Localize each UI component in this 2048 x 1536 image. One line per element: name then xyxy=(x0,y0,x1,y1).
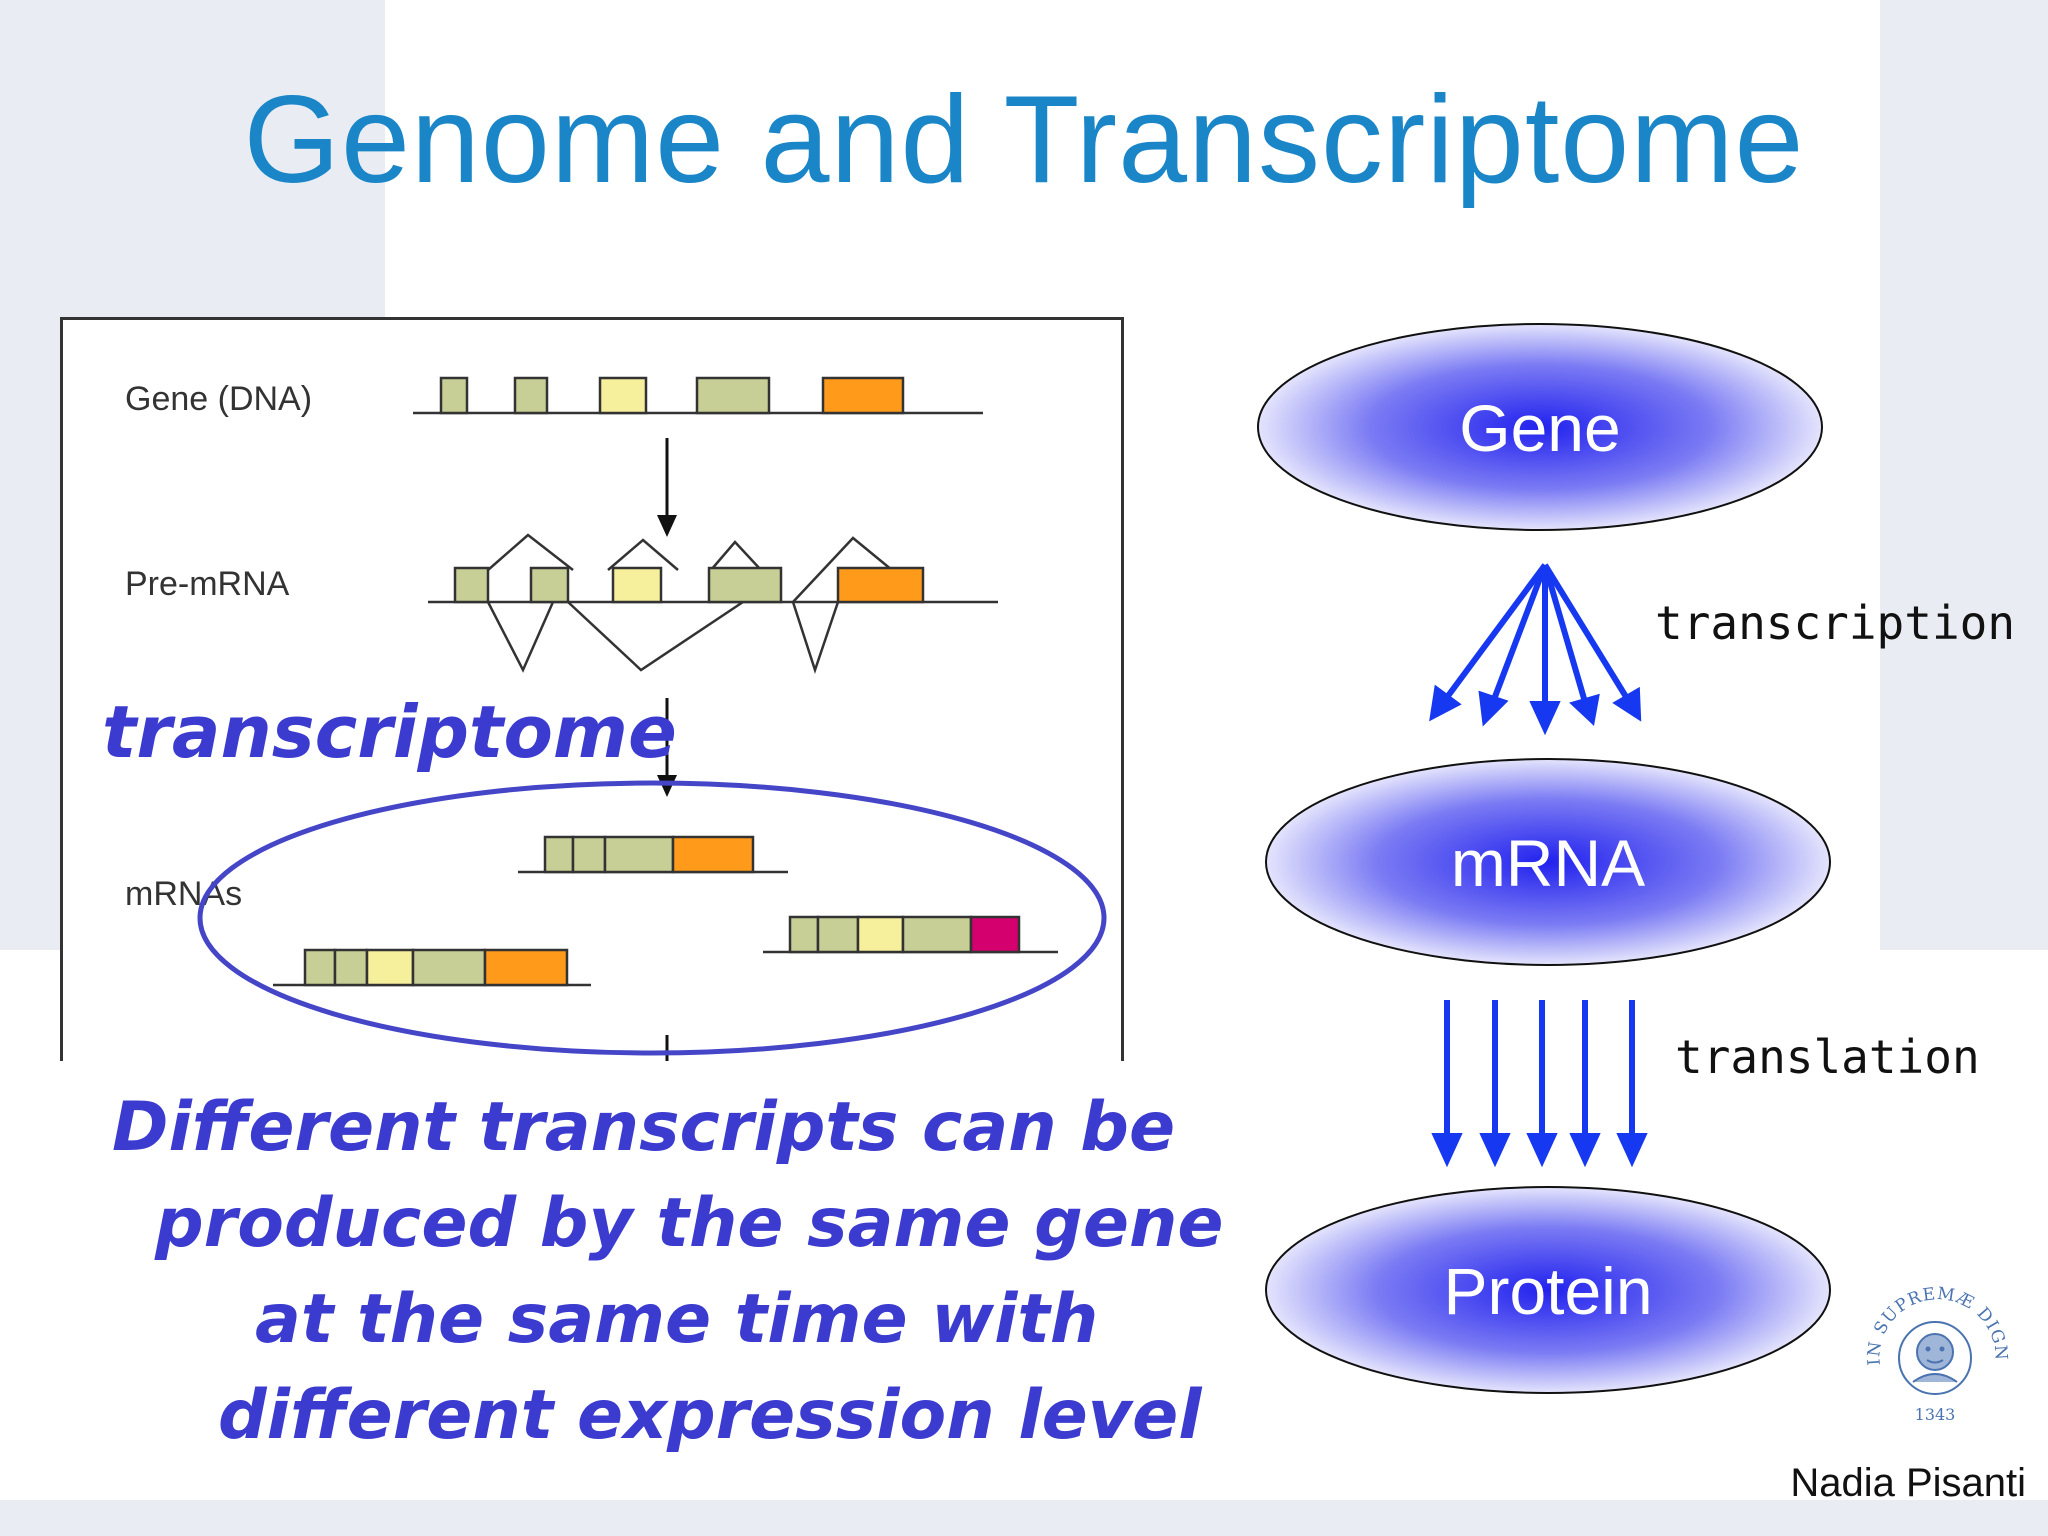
transcription-arrows xyxy=(1429,563,1642,736)
mrna-label: mRNA xyxy=(1450,826,1646,900)
gene-oval xyxy=(1257,323,1823,531)
caption-line-1: Different transcripts can be xyxy=(112,1088,1176,1167)
caption-line-3: at the same time with xyxy=(255,1280,1099,1359)
background-band-right xyxy=(1880,0,2048,950)
protein-oval xyxy=(1265,1186,1831,1394)
author-name: Nadia Pisanti xyxy=(1790,1461,2026,1505)
background-band-bottom xyxy=(0,1500,2048,1536)
pre-mrna-track xyxy=(428,533,998,674)
caption: Different transcripts can be produced by… xyxy=(100,1080,1250,1464)
translation-label: translation xyxy=(1675,1030,1980,1084)
gene-label: Gene xyxy=(1459,391,1621,465)
university-seal: IN SUPREMÆ DIGNITATIS 1343 xyxy=(1855,1270,2010,1424)
gene-dna-track xyxy=(413,376,983,415)
mrna-oval xyxy=(1265,758,1831,966)
caption-line-2: produced by the same gene xyxy=(155,1184,1224,1263)
arrow-down-1 xyxy=(657,438,677,537)
gene-dna-label: Gene (DNA) xyxy=(125,380,313,418)
transcription-label: transcription xyxy=(1655,596,2016,650)
translation-arrows xyxy=(1431,1000,1648,1168)
protein-label: Protein xyxy=(1443,1254,1653,1328)
transcriptome-label: transcriptome xyxy=(102,690,677,774)
caption-line-4: different expression level xyxy=(218,1376,1202,1455)
pre-mrna-label: Pre-mRNA xyxy=(125,565,290,603)
slide-title: Genome and Transcriptome xyxy=(243,71,1805,209)
seal-year: 1343 xyxy=(1915,1405,1956,1424)
